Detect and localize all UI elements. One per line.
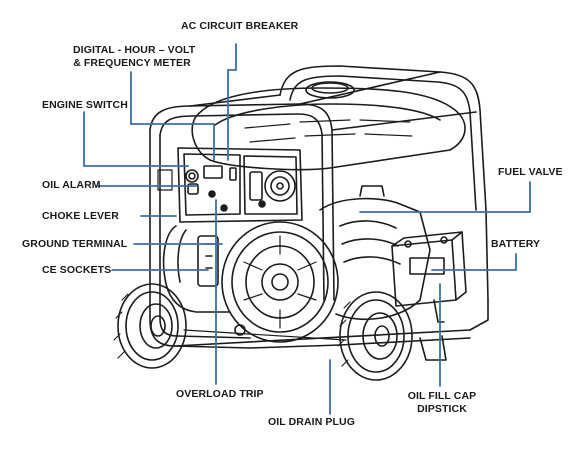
leader-ac-circuit-breaker — [227, 43, 237, 161]
label-engine-switch: ENGINE SWITCH — [42, 99, 128, 111]
label-oil-alarm: OIL ALARM — [42, 179, 101, 191]
label-choke-lever: CHOKE LEVER — [42, 210, 119, 222]
label-oil-fill-cap: OIL FILL CAP — [407, 390, 477, 402]
leader-fuel-valve — [359, 181, 531, 213]
label-meter-line1: DIGITAL - HOUR – VOLT — [73, 44, 196, 56]
leader-lines — [83, 43, 531, 415]
leader-battery — [431, 253, 517, 271]
label-dipstick: DIPSTICK — [417, 403, 467, 415]
label-fuel-valve: FUEL VALVE — [498, 166, 563, 178]
leader-meter — [130, 71, 215, 161]
label-ce-sockets: CE SOCKETS — [42, 264, 112, 276]
label-overload-trip: OVERLOAD TRIP — [176, 388, 264, 400]
label-meter: DIGITAL - HOUR – VOLT & FREQUENCY METER — [73, 44, 196, 70]
label-ground-terminal: GROUND TERMINAL — [22, 238, 128, 250]
label-ac-circuit-breaker: AC CIRCUIT BREAKER — [181, 20, 299, 32]
label-oil-drain-plug: OIL DRAIN PLUG — [268, 416, 355, 428]
label-battery: BATTERY — [491, 238, 541, 250]
leader-engine-switch — [83, 111, 189, 167]
generator-outline — [113, 65, 489, 381]
label-meter-line2: & FREQUENCY METER — [73, 57, 191, 69]
label-oil-fill-cap-dipstick: OIL FILL CAP DIPSTICK — [402, 390, 482, 416]
